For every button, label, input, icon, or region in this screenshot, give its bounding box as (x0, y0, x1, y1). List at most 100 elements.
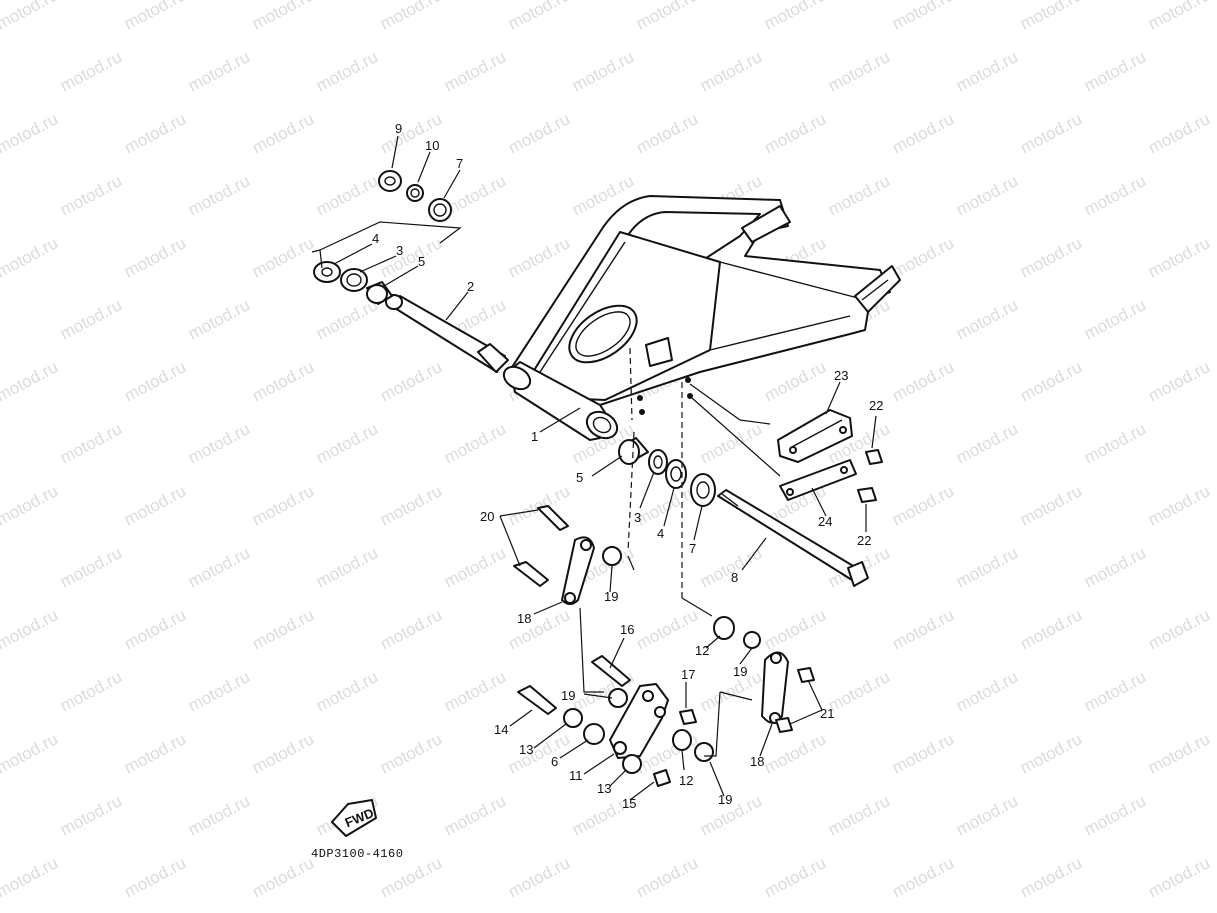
watermark-text: motod.ru (953, 791, 1021, 839)
watermark-text: motod.ru (57, 419, 125, 467)
watermark-text: motod.ru (953, 419, 1021, 467)
long-bolt (717, 489, 869, 587)
watermark-text: motod.ru (0, 605, 61, 653)
watermark-text: motod.ru (377, 605, 445, 653)
watermark-text: motod.ru (441, 419, 509, 467)
watermark-text: motod.ru (1017, 853, 1085, 901)
callout-6: 6 (551, 754, 558, 769)
watermark-text: motod.ru (633, 605, 701, 653)
callout-12b: 12 (679, 773, 693, 788)
watermark-text: motod.ru (313, 419, 381, 467)
watermark-text: motod.ru (249, 233, 317, 281)
watermark-text: motod.ru (377, 233, 445, 281)
watermark-text: motod.ru (185, 791, 253, 839)
chain-guard-assembly (689, 383, 883, 503)
watermark-text: motod.ru (1145, 729, 1213, 777)
callout-2: 2 (467, 279, 474, 294)
watermark-text: motod.ru (1081, 295, 1149, 343)
callout-12: 12 (695, 643, 709, 658)
callout-22: 22 (869, 398, 883, 413)
watermark-text: motod.ru (1081, 419, 1149, 467)
watermark-text: motod.ru (825, 47, 893, 95)
watermark-text: motod.ru (121, 357, 189, 405)
pivot-shaft-assembly (311, 170, 509, 373)
watermark-text: motod.ru (249, 0, 317, 34)
callout-7: 7 (456, 156, 463, 171)
watermark-text: motod.ru (0, 109, 61, 157)
watermark-text: motod.ru (185, 295, 253, 343)
watermark-text: motod.ru (249, 109, 317, 157)
watermark-text: motod.ru (249, 853, 317, 901)
watermark-text: motod.ru (185, 419, 253, 467)
callout-leaders (333, 135, 877, 801)
watermark-text: motod.ru (121, 233, 189, 281)
watermark-text: motod.ru (377, 729, 445, 777)
watermark-text: motod.ru (1145, 109, 1213, 157)
watermark-text: motod.ru (0, 481, 61, 529)
watermark-text: motod.ru (185, 47, 253, 95)
watermark-text: motod.ru (313, 171, 381, 219)
watermark-text: motod.ru (377, 0, 445, 34)
watermark-text: motod.ru (57, 47, 125, 95)
suspension-linkage (513, 505, 815, 787)
watermark-text: motod.ru (441, 543, 509, 591)
callout-3b: 3 (634, 510, 641, 525)
watermark-text: motod.ru (953, 295, 1021, 343)
watermark-text: motod.ru (633, 853, 701, 901)
watermark-text: motod.ru (249, 357, 317, 405)
callout-21: 21 (820, 706, 834, 721)
callout-19d: 19 (718, 792, 732, 807)
watermark-text: motod.ru (249, 729, 317, 777)
watermark-text: motod.ru (1017, 109, 1085, 157)
watermark-text: motod.ru (1017, 605, 1085, 653)
watermark-text: motod.ru (825, 171, 893, 219)
watermark-text: motod.ru (57, 543, 125, 591)
callout-13b: 13 (597, 781, 611, 796)
watermark-text: motod.ru (889, 233, 957, 281)
callout-18b: 18 (750, 754, 764, 769)
watermark-text: motod.ru (889, 357, 957, 405)
watermark-text: motod.ru (313, 295, 381, 343)
callout-19: 19 (604, 589, 618, 604)
watermark-text: motod.ru (121, 109, 189, 157)
watermark-text: motod.ru (1017, 357, 1085, 405)
watermark-text: motod.ru (953, 543, 1021, 591)
callout-8: 8 (731, 570, 738, 585)
watermark-text: motod.ru (761, 729, 829, 777)
watermark-text: motod.ru (121, 729, 189, 777)
watermark-text: motod.ru (825, 667, 893, 715)
watermark-text: motod.ru (889, 0, 957, 34)
watermark-text: motod.ru (121, 0, 189, 34)
callout-3: 3 (396, 243, 403, 258)
watermark-text: motod.ru (121, 481, 189, 529)
callout-24: 24 (818, 514, 832, 529)
callout-1: 1 (531, 429, 538, 444)
watermark-text: motod.ru (57, 667, 125, 715)
watermark-text: motod.ru (313, 543, 381, 591)
watermark-text: motod.ru (1017, 233, 1085, 281)
callout-20: 20 (480, 509, 494, 524)
watermark-text: motod.ru (1145, 605, 1213, 653)
callout-10: 10 (425, 138, 439, 153)
diagram-code: 4DP3100-4160 (311, 847, 403, 861)
watermark-text: motod.ru (0, 729, 61, 777)
callout-22b: 22 (857, 533, 871, 548)
watermark-text: motod.ru (505, 853, 573, 901)
watermark-text: motod.ru (505, 605, 573, 653)
watermark-text: motod.ru (633, 0, 701, 34)
callout-5b: 5 (576, 470, 583, 485)
watermark-text: motod.ru (1081, 543, 1149, 591)
callout-19b: 19 (733, 664, 747, 679)
callout-23: 23 (834, 368, 848, 383)
watermark-text: motod.ru (953, 171, 1021, 219)
watermark-text: motod.ru (505, 233, 573, 281)
watermark-text: motod.ru (1145, 853, 1213, 901)
watermark-text: motod.ru (441, 667, 509, 715)
watermark-text: motod.ru (633, 109, 701, 157)
watermark-text: motod.ru (761, 605, 829, 653)
watermark-text: motod.ru (1145, 0, 1213, 34)
watermark-text: motod.ru (441, 791, 509, 839)
watermark-text: motod.ru (505, 0, 573, 34)
